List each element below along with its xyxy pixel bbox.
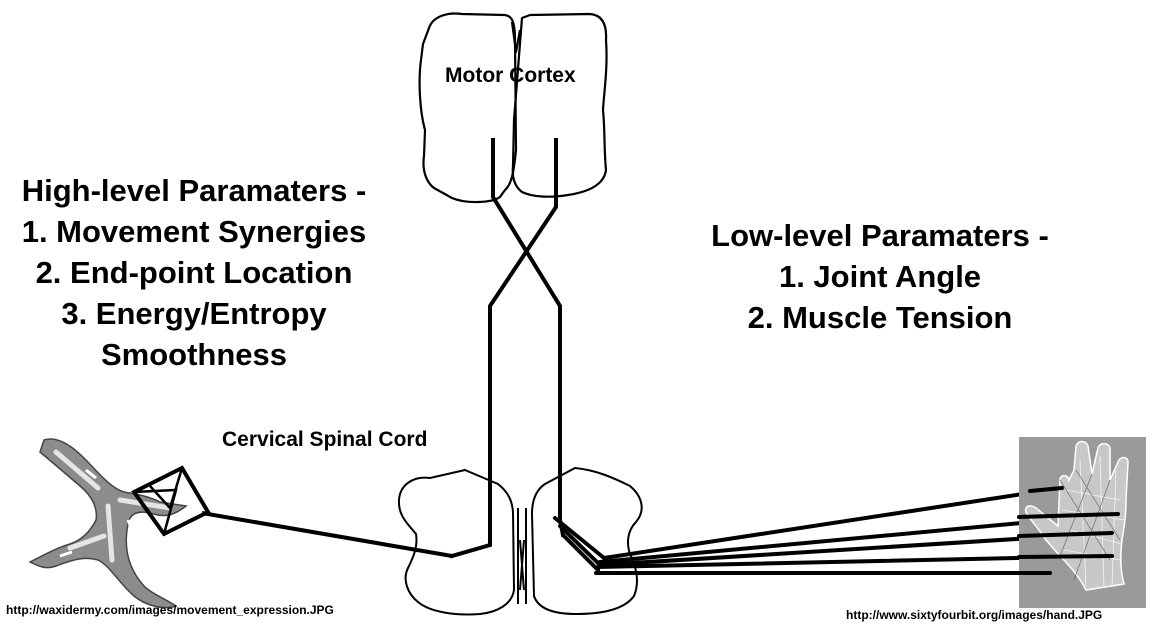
- spinal-cord-label: Cervical Spinal Cord: [222, 428, 427, 452]
- low-level-item-2: 2. Muscle Tension: [690, 297, 1070, 338]
- left-hemisphere: [420, 14, 516, 203]
- motor-cortex-label: Motor Cortex: [445, 64, 576, 88]
- left-image-source-url: http://waxidermy.com/images/movement_exp…: [6, 603, 334, 617]
- motor-cortex-outline: [420, 14, 607, 203]
- low-level-heading: Low-level Paramaters -: [690, 215, 1070, 256]
- right-half: [532, 468, 642, 614]
- low-level-parameters: Low-level Paramaters - 1. Joint Angle 2.…: [690, 215, 1070, 338]
- high-level-item-1: 1. Movement Synergies: [0, 211, 388, 252]
- high-level-item-3-cont: Smoothness: [0, 334, 388, 375]
- high-level-heading: High-level Paramaters -: [0, 170, 388, 211]
- left-connection: [202, 513, 452, 556]
- low-level-item-1: 1. Joint Angle: [690, 256, 1070, 297]
- right-hemisphere: [513, 14, 607, 197]
- stick-figure-model: [30, 439, 208, 608]
- left-half: [399, 470, 514, 615]
- high-level-item-3: 3. Energy/Entropy: [0, 293, 388, 334]
- spinal-cord-section: [399, 468, 642, 615]
- left-origin-tract: [493, 140, 563, 535]
- high-level-parameters: High-level Paramaters - 1. Movement Syne…: [0, 170, 388, 375]
- high-level-item-2: 2. End-point Location: [0, 252, 388, 293]
- central-canal-c: [520, 540, 524, 590]
- hand-wireframe-model: [1019, 437, 1146, 608]
- right-image-source-url: http://www.sixtyfourbit.org/images/hand.…: [846, 608, 1102, 622]
